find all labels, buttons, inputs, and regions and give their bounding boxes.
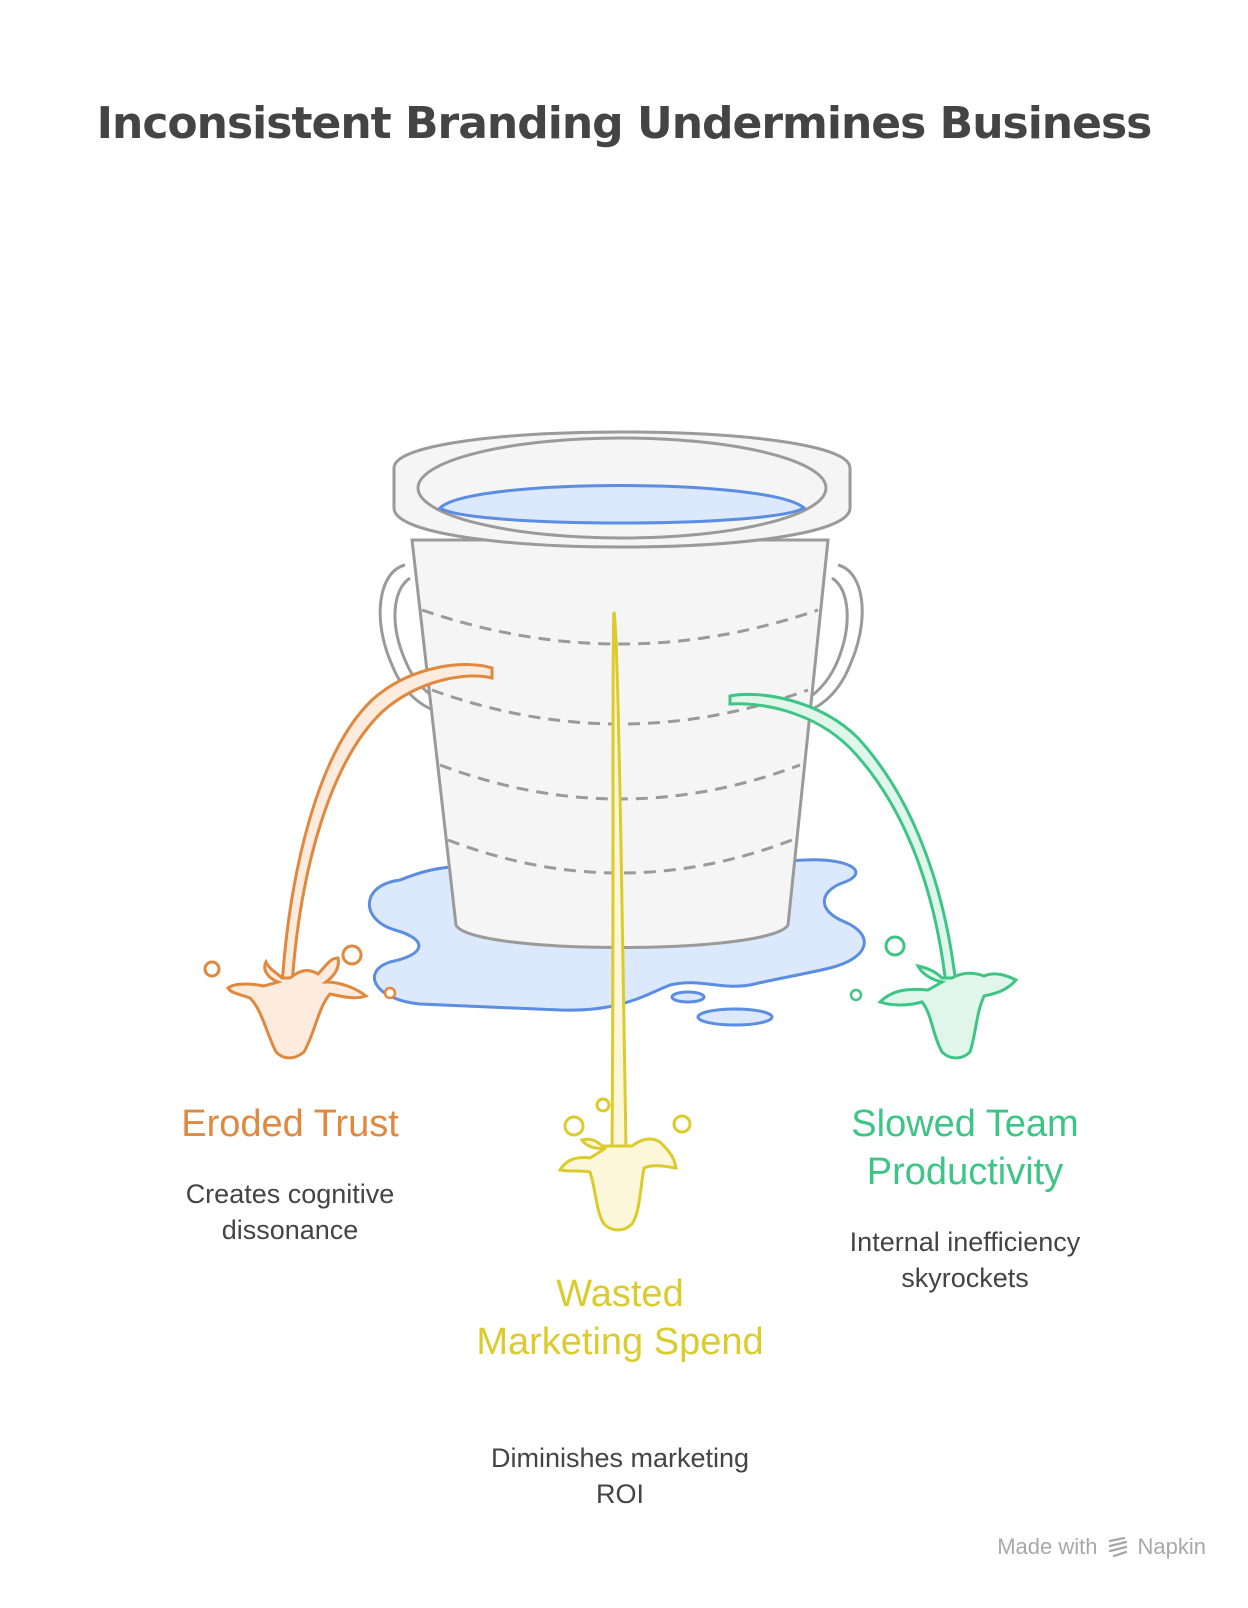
droplet-left <box>341 944 363 966</box>
droplet-middle <box>563 1115 585 1137</box>
diagram-title: Inconsistent Branding Undermines Busines… <box>96 98 1153 149</box>
bucket-ring <box>447 838 793 875</box>
droplet-right <box>849 988 863 1002</box>
bucket-ring <box>421 608 819 646</box>
made-with-text: Made with <box>997 1534 1098 1559</box>
bucket-handle <box>393 576 439 702</box>
bucket-handle <box>378 563 439 714</box>
water-surface <box>437 484 807 525</box>
leak-description-wasted-marketing-spend: Diminishes marketing ROI <box>490 1443 750 1509</box>
leak-label-slowed-team-productivity: Slowed Team Productivity <box>851 1103 1079 1193</box>
bucket-handle <box>805 576 849 702</box>
water-droplet <box>383 986 397 1000</box>
splash-left <box>225 956 370 1060</box>
droplet-middle <box>672 1114 692 1134</box>
splash-right <box>877 963 1019 1060</box>
water-droplet <box>670 990 706 1004</box>
droplet-left <box>203 960 221 978</box>
leak-description-eroded-trust: Creates cognitive dissonance <box>185 1179 395 1245</box>
droplet-right <box>884 935 906 957</box>
made-with-footer: Made with Napkin <box>997 1534 1206 1560</box>
leak-label-wasted-marketing-spend: Wasted Marketing Spend <box>476 1273 764 1363</box>
leak-description-slowed-team-productivity: Internal inefficiency skyrockets <box>849 1227 1081 1293</box>
droplet-middle <box>595 1097 611 1113</box>
bucket-handle <box>805 563 864 714</box>
brand-name: Napkin <box>1137 1534 1206 1559</box>
leak-label-eroded-trust: Eroded Trust <box>181 1103 399 1145</box>
napkin-logo-icon <box>1108 1536 1127 1558</box>
splash-middle <box>557 1137 678 1232</box>
water-droplet <box>696 1007 774 1027</box>
